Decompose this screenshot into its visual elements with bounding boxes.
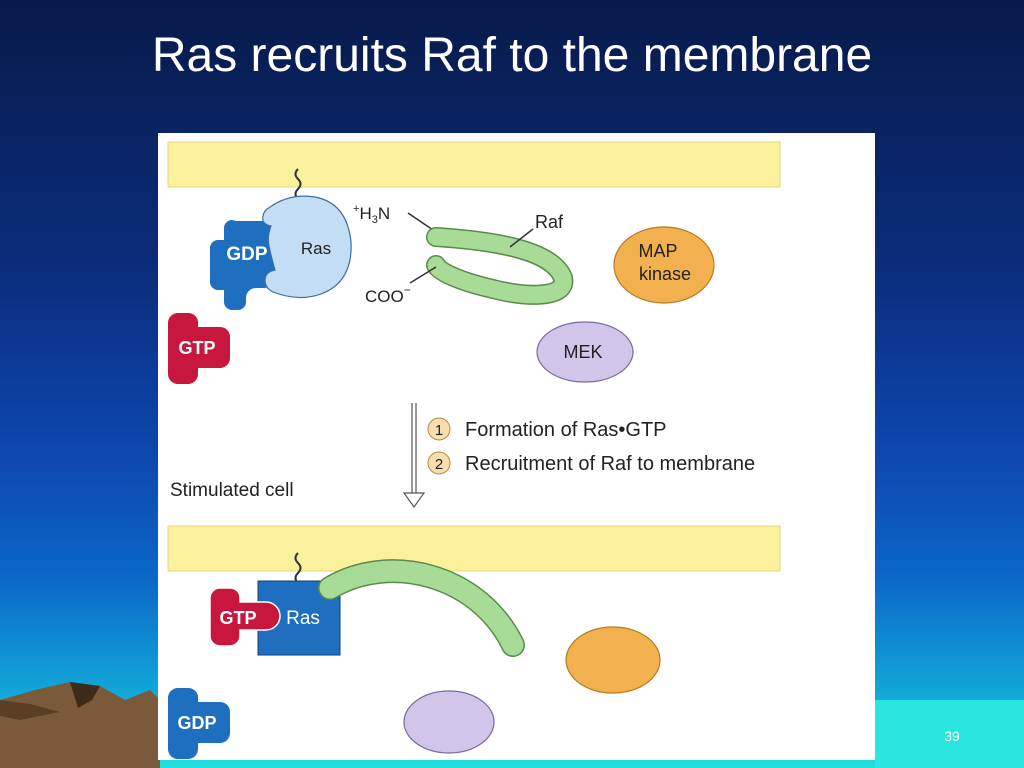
svg-text:1: 1 (435, 422, 443, 439)
ras-top-label: Ras (301, 239, 331, 258)
step-2-text: Recruitment of Raf to membrane (465, 453, 755, 475)
step-1: 1 Formation of Ras•GTP (427, 417, 667, 441)
step-arrow-head (402, 492, 426, 509)
gtp-free-icon: GTP (168, 312, 230, 384)
coo-label: COO− (365, 283, 411, 306)
kinase-label: kinase (639, 264, 691, 284)
ras-bottom-label: Ras (286, 608, 320, 629)
coo-pointer (409, 266, 437, 284)
slide-title: Ras recruits Raf to the membrane (151, 29, 873, 82)
step-2-badge (427, 451, 451, 475)
gtp-bound-icon: GTP (209, 587, 281, 647)
raf-top-fill (427, 228, 572, 304)
mek-top: MEK (536, 321, 634, 383)
lipid-anchor-top (294, 168, 302, 200)
raf-pointer (509, 228, 534, 248)
mek-label: MEK (563, 342, 602, 362)
svg-text:2: 2 (435, 456, 443, 473)
step-1-badge (427, 417, 451, 441)
map-kinase-top: MAP kinase (613, 226, 715, 304)
gtp-bound-label: GTP (219, 608, 256, 628)
map-kinase-bottom (565, 626, 661, 694)
map-label: MAP (638, 241, 677, 261)
lipid-anchor-bottom (294, 552, 302, 584)
step-1-text: Formation of Ras•GTP (465, 419, 667, 441)
gdp-top-label: GDP (226, 244, 268, 265)
step-2: 2 Recruitment of Raf to membrane (427, 451, 755, 475)
gdp-free-icon: GDP (168, 687, 230, 759)
membrane-top (167, 141, 781, 188)
stimulated-cell-label: Stimulated cell (170, 480, 294, 501)
gdp-top-icon: GDP (210, 220, 276, 310)
ras-top-protein: Ras (262, 195, 352, 299)
figure-panel: GDP Ras +H3N Raf COO− MAP kinase GTP (158, 133, 875, 760)
mek-bottom (403, 690, 495, 754)
raf-top-label: Raf (535, 212, 564, 232)
slide-number: 39 (944, 728, 960, 744)
gtp-free-label: GTP (178, 338, 215, 358)
pathway-diagram: GDP Ras +H3N Raf COO− MAP kinase GTP (167, 141, 781, 759)
membrane-bottom (167, 525, 781, 572)
gdp-free-label: GDP (177, 713, 216, 733)
h3n-label: +H3N (353, 203, 390, 226)
